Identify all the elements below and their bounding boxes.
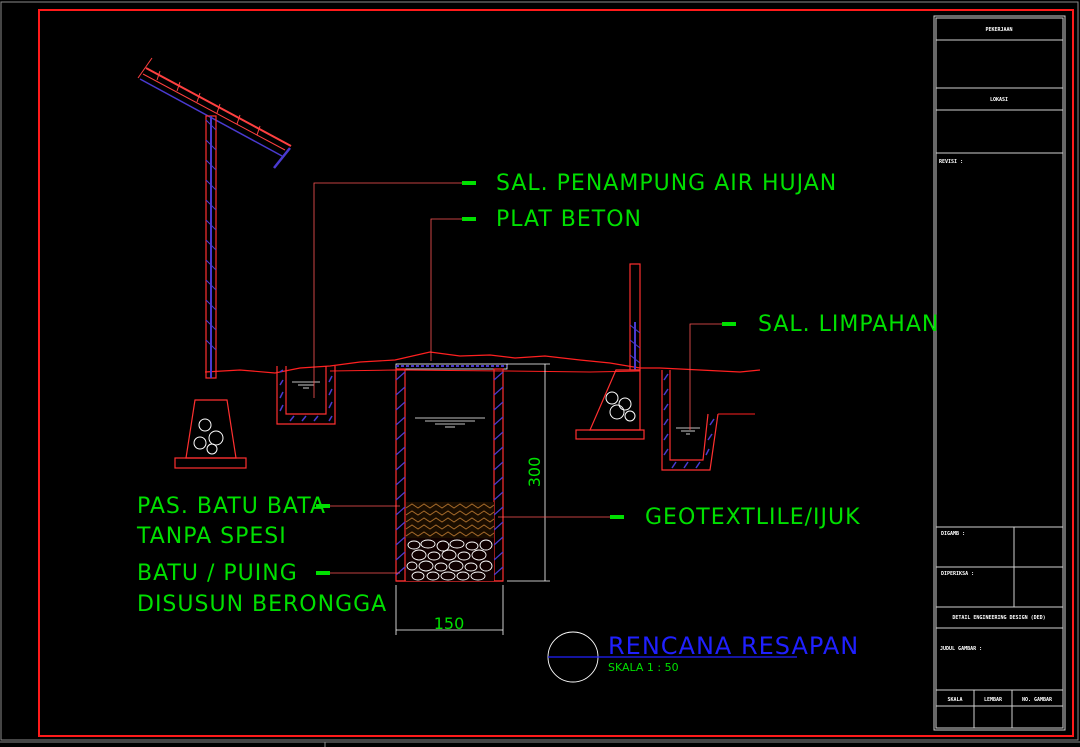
label-plat-beton: PLAT BETON [496, 207, 642, 232]
roof-and-post [137, 57, 292, 469]
tb-skala: SKALA [947, 697, 962, 703]
leader-lines [313, 182, 722, 574]
label-batu-puing-2: DISUSUN BERONGGA [137, 592, 387, 617]
depth-label: 300 [525, 457, 544, 488]
drawing-title-text: RENCANA RESAPAN [608, 632, 859, 660]
label-pas-batu-2: TANPA SPESI [136, 524, 287, 549]
label-pas-batu-1: PAS. BATU BATA [137, 494, 326, 519]
title-block [933, 15, 1066, 731]
drawing-scale-text: SKALA 1 : 50 [608, 661, 679, 674]
width-label: 150 [434, 614, 465, 633]
dimension-depth: 300 [507, 363, 550, 582]
tb-no-gambar: NO. GAMBAR [1022, 697, 1053, 703]
left-gutter-channel [276, 366, 336, 425]
title-block-text: PEKERJAAN LOKASI REVISI : DIGAMB : DIPER… [939, 27, 1053, 703]
ground-line-lower [329, 369, 641, 373]
label-geotextile: GEOTEXTLILE/IJUK [645, 505, 861, 530]
tb-diperiksa: DIPERIKSA : [941, 571, 974, 577]
overflow-structure [575, 263, 755, 471]
tb-judul-gambar: JUDUL GAMBAR : [940, 646, 982, 652]
drawing-title: RENCANA RESAPAN SKALA 1 : 50 [547, 631, 859, 683]
dimension-width: 150 [395, 585, 504, 635]
label-sal-limpahan: SAL. LIMPAHAN [758, 312, 939, 337]
label-batu-puing-1: BATU / PUING [137, 561, 298, 586]
infiltration-well [395, 363, 508, 582]
tb-lembar: LEMBAR [984, 697, 1003, 703]
tb-lokasi: LOKASI [990, 97, 1008, 103]
tb-revisi: REVISI : [939, 159, 963, 165]
leader-ticks [316, 181, 736, 575]
drawing-frame [38, 9, 1074, 737]
tb-digambar: DIGAMB : [941, 531, 965, 537]
tb-ded: DETAIL ENGINEERING DESIGN (DED) [952, 615, 1045, 621]
tb-pekerjaan: PEKERJAAN [985, 27, 1012, 33]
label-sal-penampung: SAL. PENAMPUNG AIR HUJAN [496, 171, 837, 196]
ground-surface-line [204, 351, 761, 374]
